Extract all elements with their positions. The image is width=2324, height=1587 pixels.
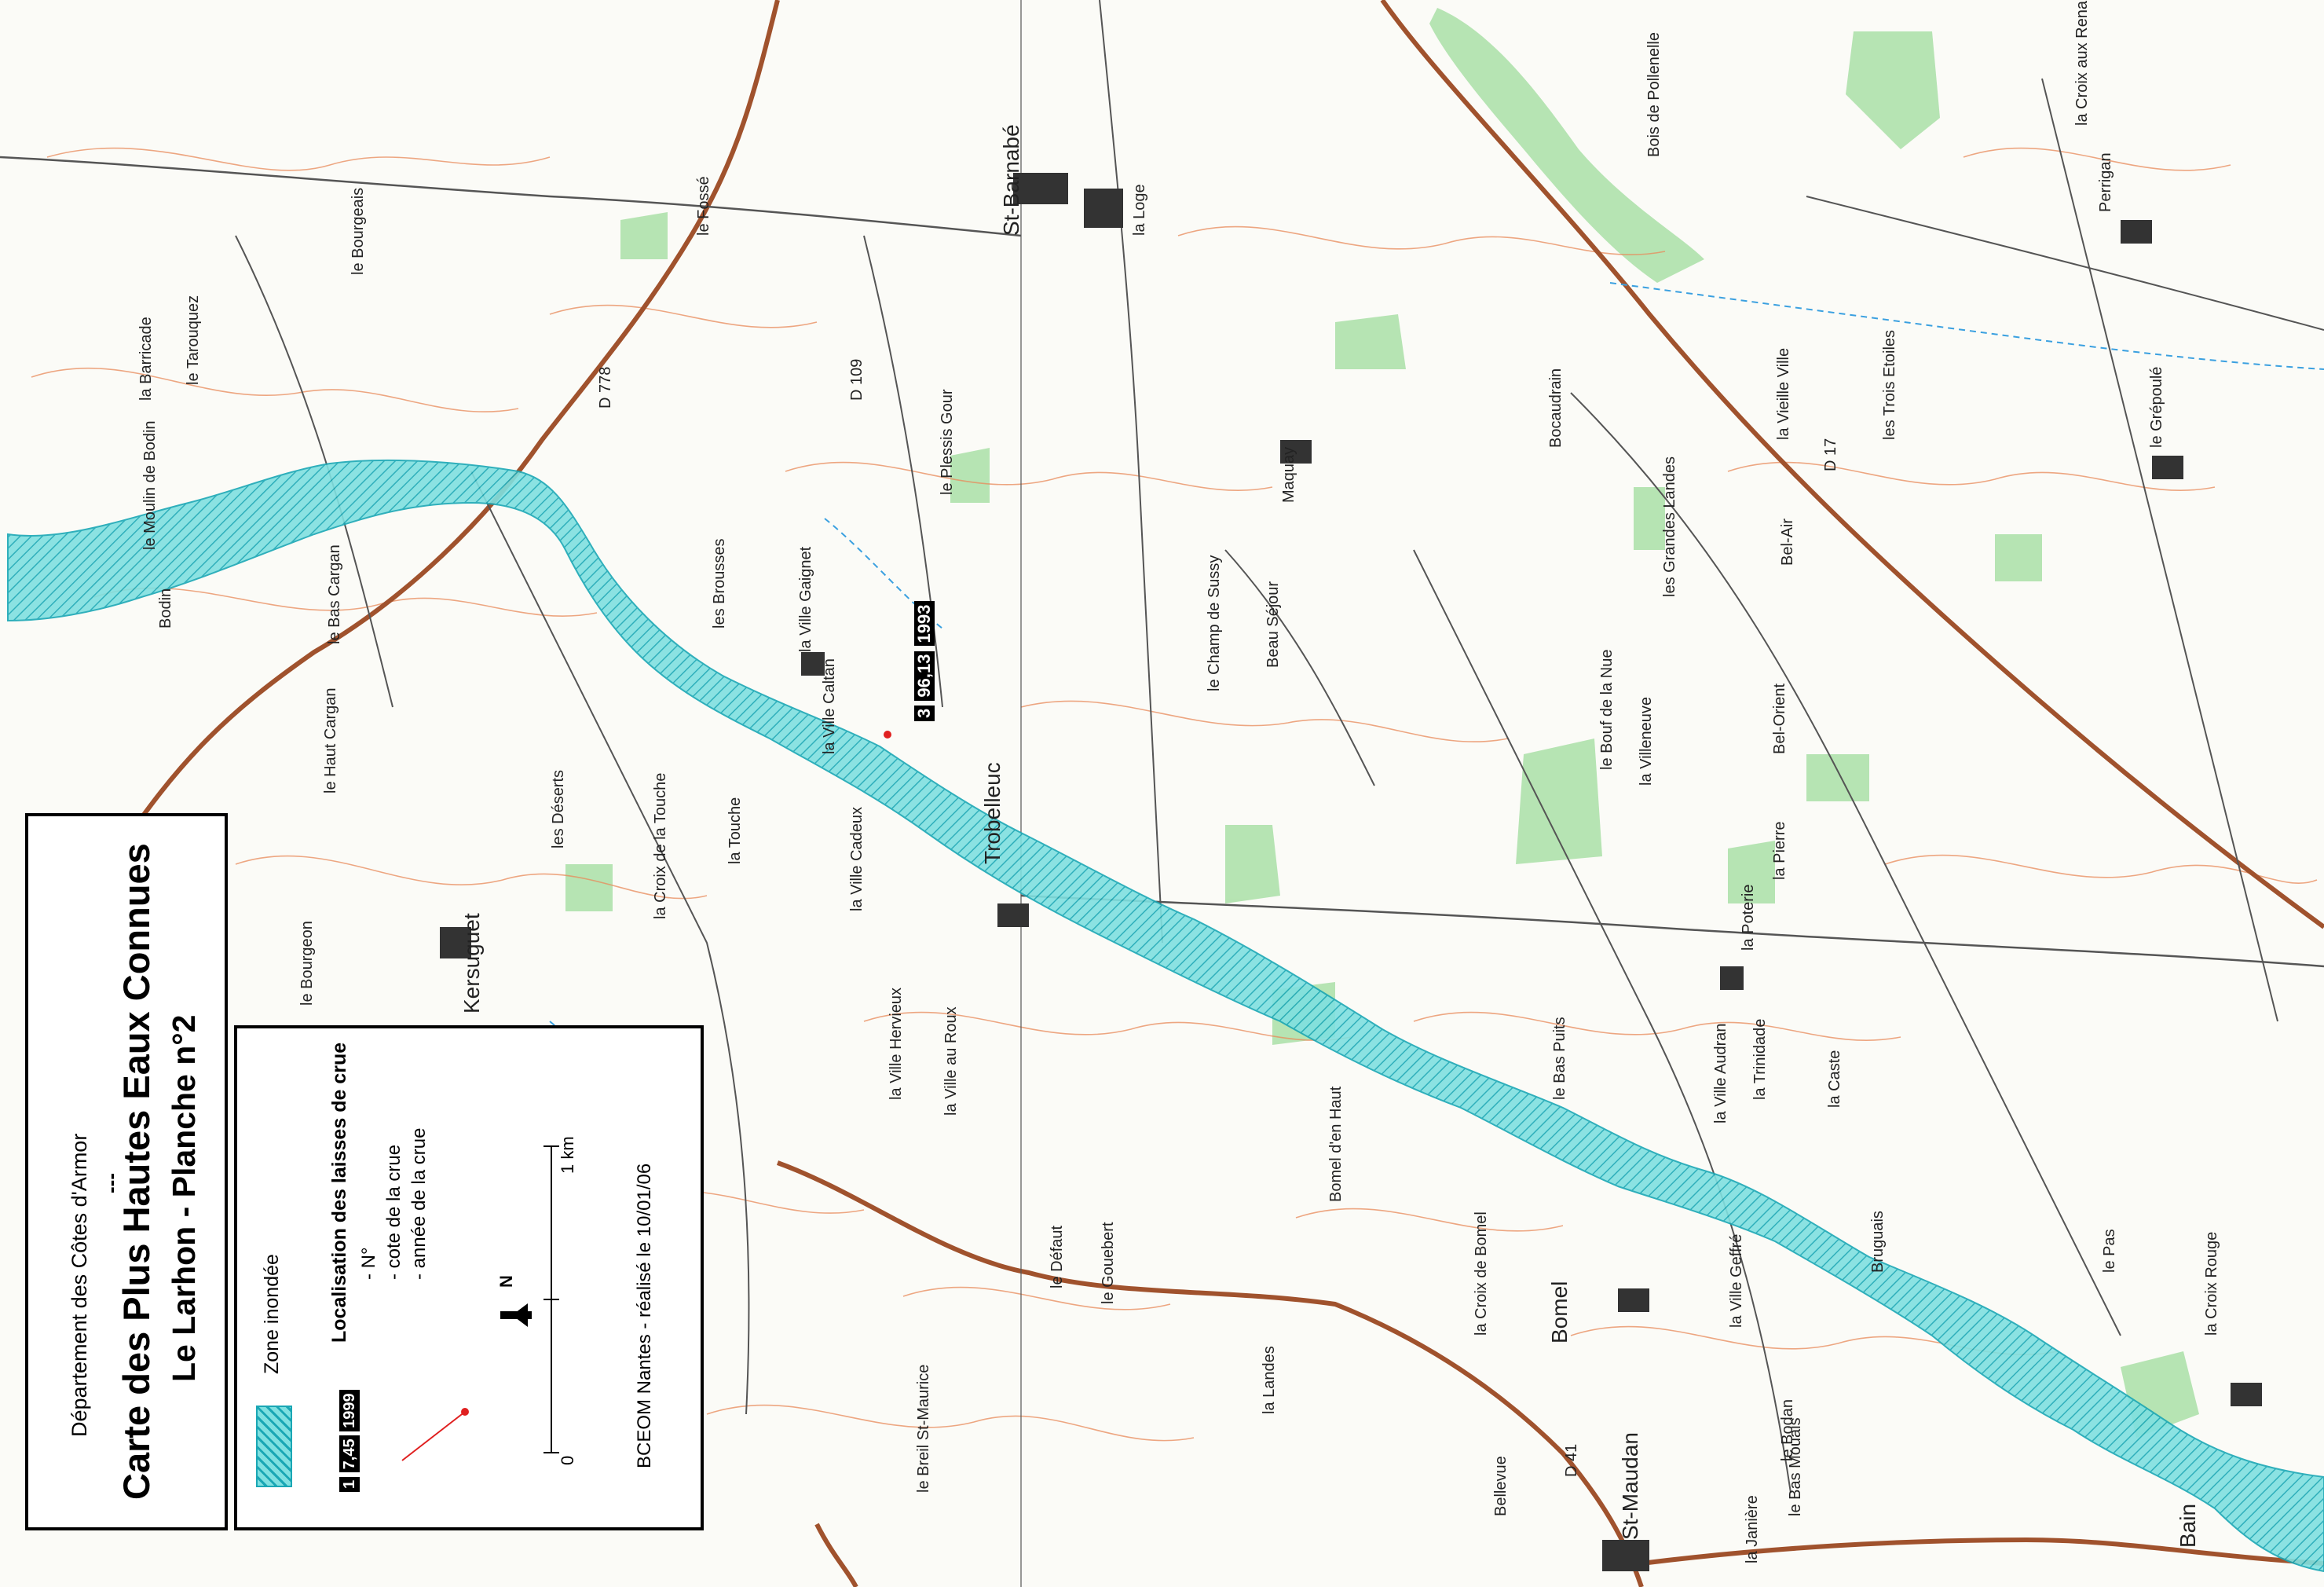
- marker-level: 96,13: [914, 651, 935, 701]
- marker-line-number: - N°: [358, 1247, 379, 1280]
- legend-marker-level: 7,45: [339, 1435, 360, 1473]
- place-label: Trobelleuc: [980, 762, 1005, 864]
- road-label: D 109: [848, 358, 866, 401]
- place-label: la Barricade: [137, 317, 155, 401]
- place-label: Bel-Orient: [1771, 683, 1788, 754]
- place-label: le Bourgeais: [350, 187, 367, 275]
- place-label: Bellevue: [1492, 1456, 1510, 1516]
- credit-text: BCEOM Nantes - réalisé le 10/01/06: [634, 1163, 655, 1468]
- place-label: Maquay: [1280, 446, 1297, 503]
- place-label: Bruguais: [1869, 1211, 1887, 1273]
- place-label: la Ville Hervieux: [888, 987, 905, 1100]
- place-label: le Bas Mouais: [1787, 1417, 1804, 1516]
- marker-number: 3: [914, 705, 935, 721]
- place-label: la Poterie: [1740, 884, 1757, 951]
- marker-year: 1993: [914, 601, 935, 647]
- place-label: la Ville au Roux: [942, 1006, 960, 1116]
- place-label: la Pierre: [1771, 821, 1788, 880]
- place-label: la Croix de la Touche: [652, 772, 669, 919]
- place-label: la Croix Rouge: [2203, 1231, 2220, 1336]
- place-label: la Croix de Bomel: [1473, 1211, 1490, 1336]
- place-label: le Bourgeon: [298, 921, 316, 1006]
- north-arrow-icon: [500, 1303, 532, 1327]
- place-label: le Tarouquez: [185, 295, 202, 385]
- north-label: N: [496, 1275, 516, 1288]
- place-label: les Brousses: [711, 538, 728, 629]
- flood-zone-label: Zone inondée: [261, 1254, 283, 1374]
- place-label: le Bas Puits: [1551, 1017, 1568, 1100]
- title-block: Département des Côtes d'Armor --- Carte …: [25, 813, 228, 1530]
- scale-end: 1 km: [558, 1136, 577, 1174]
- place-label: le Moulin de Bodin: [141, 420, 159, 550]
- road-label: D 41: [1563, 1443, 1580, 1477]
- place-label: St-Barnabé: [999, 124, 1023, 236]
- place-label: les Grandes Landes: [1661, 456, 1678, 597]
- place-label: la Ville Caltan: [821, 658, 838, 754]
- place-label: la Villeneuve: [1638, 696, 1655, 786]
- place-label: le Haut Cargan: [322, 687, 339, 794]
- legend-example-marker: 1 7,45 1999: [339, 1390, 360, 1492]
- department-label: Département des Côtes d'Armor: [68, 1133, 91, 1437]
- place-label: Perrigan: [2097, 152, 2114, 212]
- flood-zone-swatch: [256, 1406, 292, 1487]
- place-label: les Déserts: [550, 769, 567, 848]
- place-label: la Croix aux Renards: [2073, 0, 2091, 126]
- marker-line-level: - cote de la crue: [383, 1144, 404, 1280]
- legend-marker-year: 1999: [339, 1390, 360, 1431]
- place-label: le Gouebert: [1100, 1222, 1117, 1304]
- scale-bar: [543, 1145, 559, 1453]
- place-label: le Bas Cargan: [326, 544, 343, 644]
- place-label: la Ville Audran: [1712, 1023, 1729, 1124]
- place-label: Bel-Air: [1779, 518, 1796, 566]
- place-label: Bocaudrain: [1547, 368, 1565, 448]
- place-label: le Fossé: [695, 176, 712, 236]
- place-label: Bomel d'en Haut: [1327, 1086, 1345, 1202]
- place-label: St-Maudan: [1618, 1432, 1642, 1540]
- flood-marker-label: 3 96,13 1993: [914, 601, 935, 721]
- place-label: Bois de Pollenelle: [1645, 32, 1663, 157]
- marker-heading: Localisation des laisses de crue: [328, 1042, 350, 1343]
- scale-start: 0: [558, 1455, 577, 1465]
- legend-marker-leader: [401, 1408, 469, 1461]
- place-label: le Plessis Gour: [939, 389, 956, 496]
- road-label: D 17: [1822, 438, 1839, 471]
- place-label: les Trois Etoiles: [1881, 329, 1898, 440]
- place-label: la Ville Geffré: [1728, 1233, 1745, 1328]
- place-label: la Janière: [1744, 1495, 1761, 1563]
- place-label: Kersuguet: [459, 913, 484, 1013]
- legend-marker-number: 1: [339, 1476, 360, 1492]
- place-label: la Trinidade: [1751, 1018, 1769, 1100]
- place-label: la Landes: [1261, 1346, 1278, 1414]
- place-label: Beau Séjour: [1264, 581, 1282, 668]
- legend-panel: Zone inondée Localisation des laisses de…: [234, 1025, 704, 1530]
- place-label: le Pas: [2101, 1229, 2118, 1273]
- flood-marker-point: [884, 731, 891, 739]
- flood-zone: [7, 459, 2324, 1573]
- map-title: Carte des Plus Hautes Eaux Connues: [115, 843, 157, 1500]
- place-label: Bomel: [1547, 1281, 1572, 1343]
- settlements: [440, 173, 2262, 1571]
- place-label: le Breil St-Maurice: [915, 1364, 932, 1493]
- map-subtitle: Le Larhon - Planche n°2: [166, 1014, 202, 1382]
- place-label: le Champ de Sussy: [1206, 555, 1223, 691]
- place-label: le Défaut: [1049, 1225, 1066, 1288]
- place-label: le Grépoulé: [2148, 366, 2165, 448]
- place-label: la Loge: [1131, 184, 1148, 236]
- place-label: Bodin: [157, 588, 174, 629]
- place-label: la Ville Gaignet: [797, 546, 814, 652]
- place-label: la Vieille Ville: [1775, 347, 1792, 440]
- place-label: la Touche: [726, 797, 744, 864]
- place-label: la Ville Cadeux: [848, 806, 866, 911]
- road-label: D 778: [597, 366, 614, 409]
- marker-line-year: - année de la crue: [408, 1127, 430, 1280]
- place-label: Bain: [2176, 1503, 2200, 1548]
- place-label: la Caste: [1826, 1050, 1843, 1108]
- place-label: le Bouf de la Nue: [1598, 649, 1616, 770]
